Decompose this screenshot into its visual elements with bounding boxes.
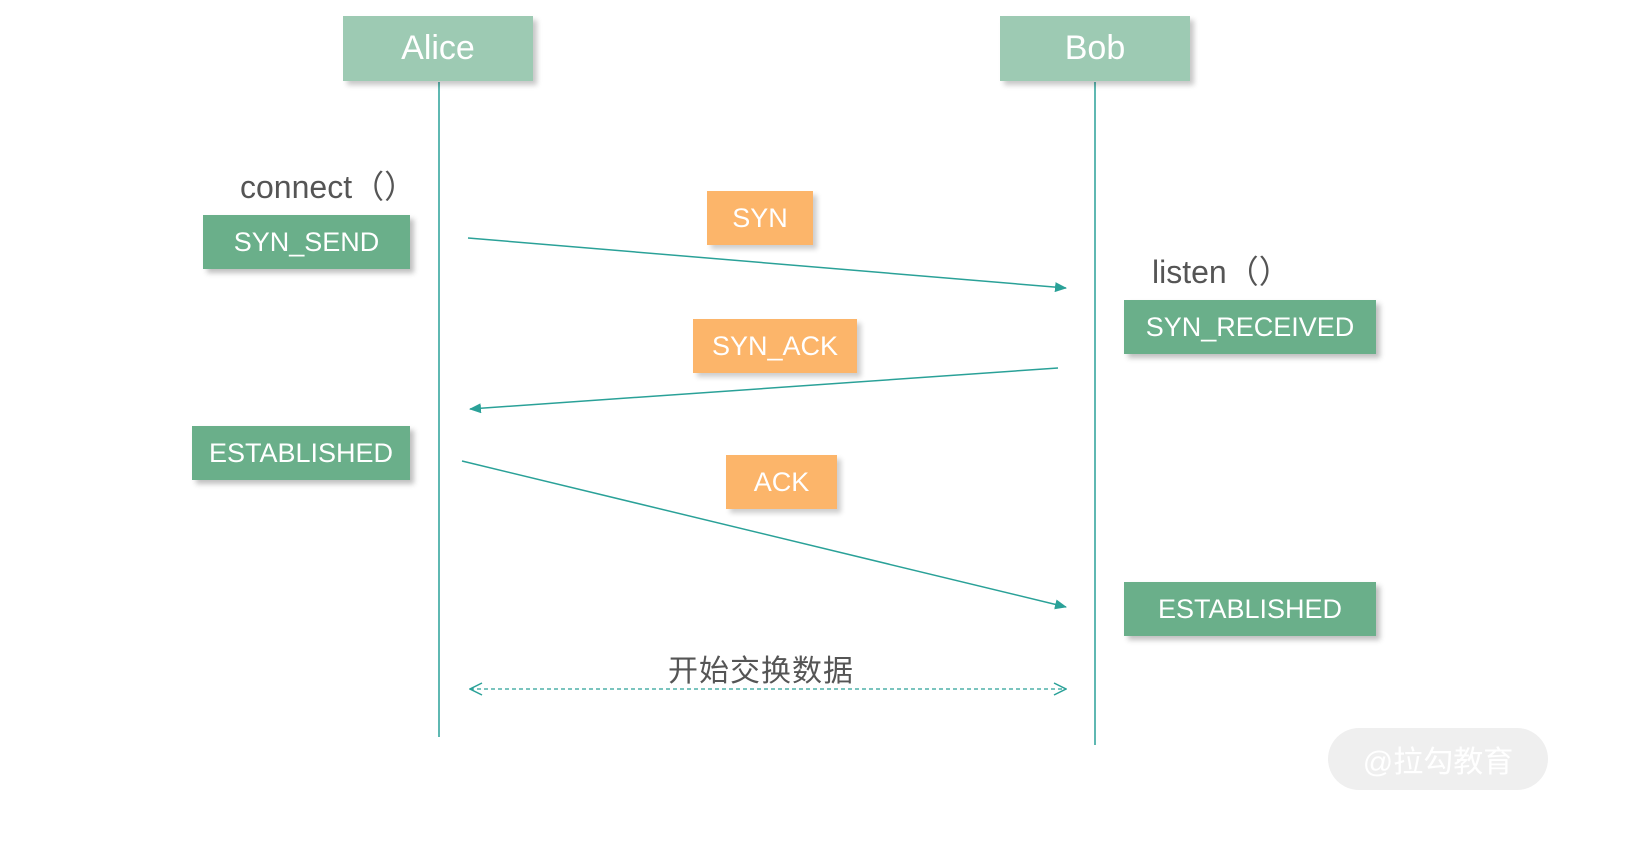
- message-syn: SYN: [707, 191, 813, 245]
- state-syn-received: SYN_RECEIVED: [1124, 300, 1376, 354]
- ack-arrow: [461, 460, 1067, 610]
- message-syn-ack: SYN_ACK: [693, 319, 857, 373]
- state-alice-established: ESTABLISHED: [192, 426, 410, 480]
- data-exchange-caption: 开始交换数据: [668, 655, 854, 688]
- syn-arrow: [467, 237, 1067, 293]
- message-ack: ACK: [726, 455, 837, 509]
- actor-alice: Alice: [343, 16, 533, 81]
- listen-call-label: listen（）: [1152, 254, 1291, 290]
- connect-call-label: connect（）: [240, 169, 417, 205]
- state-syn-send: SYN_SEND: [203, 215, 410, 269]
- actor-bob: Bob: [1000, 16, 1190, 81]
- watermark-logo: @拉勾教育: [1328, 728, 1548, 790]
- state-bob-established: ESTABLISHED: [1124, 582, 1376, 636]
- syn-ack-arrow: [469, 367, 1059, 414]
